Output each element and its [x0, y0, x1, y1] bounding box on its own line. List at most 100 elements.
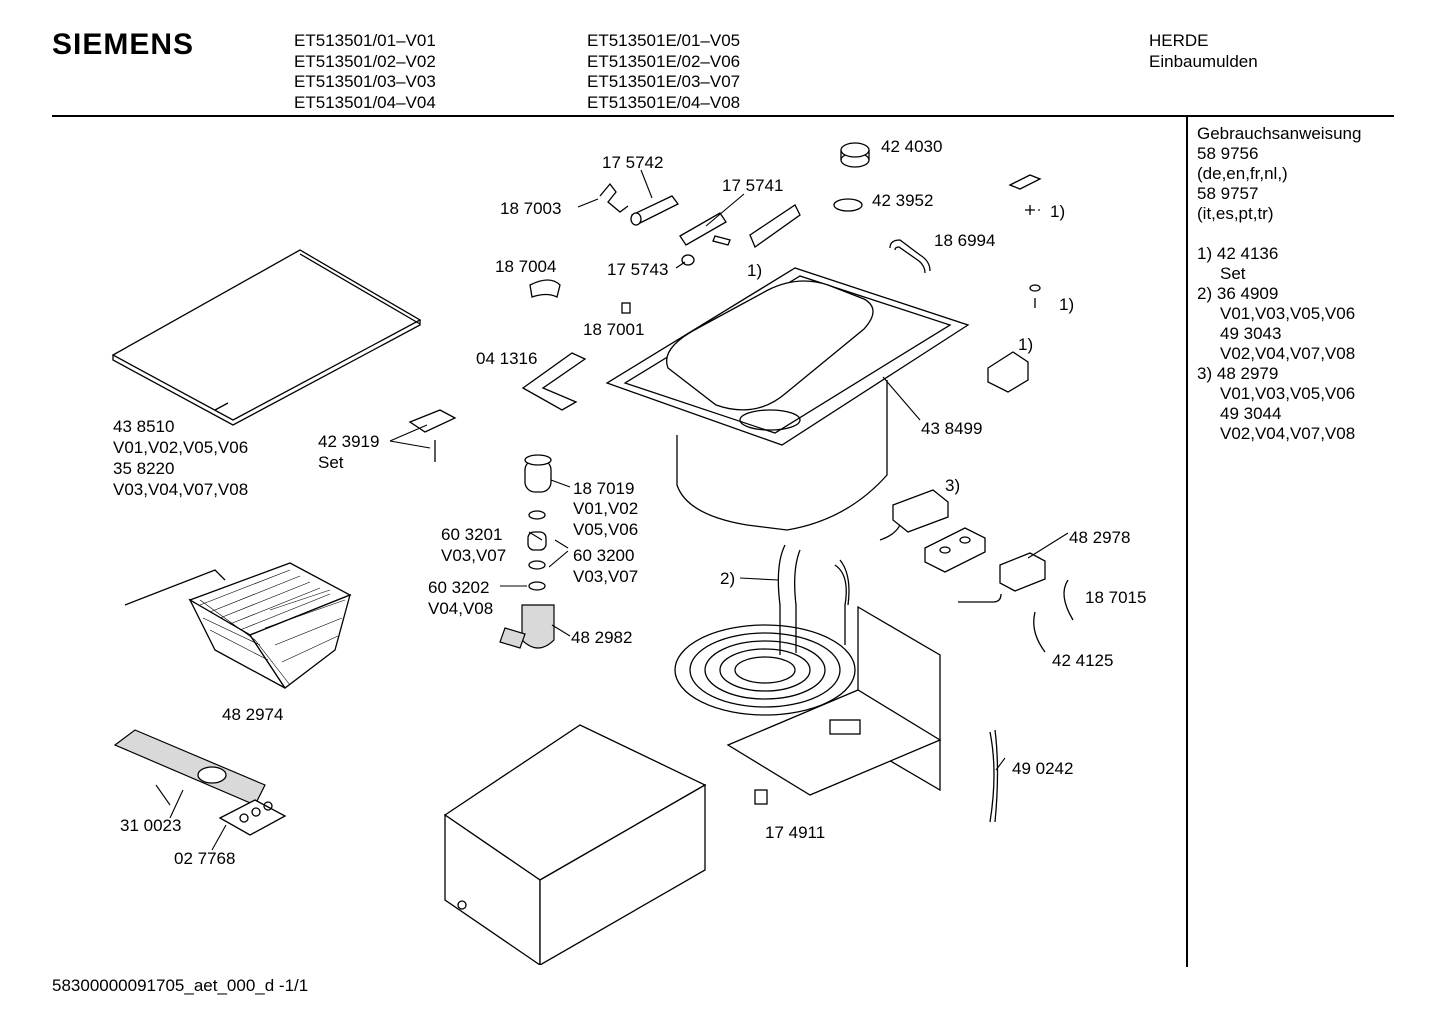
part-label: 48 2978 [1069, 528, 1130, 547]
part-label: 18 7001 [583, 320, 644, 339]
heating-element-drawing [674, 544, 856, 716]
part-variant: V01,V02,V05,V06 [113, 438, 248, 457]
note-ref: 2) [1197, 284, 1213, 303]
part-label: 60 3201 [441, 525, 502, 544]
note-line: 36 4909 [1216, 284, 1279, 303]
note-line: 49 3044 [1220, 404, 1282, 423]
model-number: ET513501E/02–V06 [587, 51, 741, 71]
part-label: 35 8220 [113, 459, 174, 478]
bracket-drawing [630, 195, 679, 226]
part-label: 31 0023 [120, 816, 181, 835]
washer-drawing [1029, 284, 1041, 292]
part-label: 42 4030 [881, 137, 942, 156]
part-ref: 1) [1059, 295, 1074, 314]
part-variant: V05,V06 [573, 520, 638, 539]
model-list-1: ET513501/01–V01 ET513501/02–V02 ET513501… [294, 31, 436, 113]
model-number: ET513501/02–V02 [294, 51, 436, 71]
part-variant: V03,V04,V07,V08 [113, 480, 248, 499]
screw-drawing [712, 235, 731, 246]
connector-drawing [754, 789, 768, 805]
part-label: 17 5741 [722, 176, 783, 195]
model-number: ET513501E/03–V07 [587, 72, 741, 91]
part-label: 18 7015 [1085, 588, 1146, 607]
note-ref: 3) [1197, 364, 1213, 383]
part-ref: 3) [945, 476, 960, 495]
manual-number: 58 9757 [1197, 184, 1259, 203]
model-number: ET513501/01–V01 [294, 31, 436, 50]
o-ring-drawing [681, 254, 695, 266]
part-label: 42 3952 [872, 191, 933, 210]
part-variant: Set [318, 453, 344, 472]
sidebar-divider [1186, 117, 1188, 967]
part-label: 04 1316 [476, 349, 537, 368]
part-label: 48 2982 [571, 628, 632, 647]
sensor-clip-drawing [408, 409, 457, 462]
angle-bracket-drawing [987, 351, 1029, 393]
part-label: 49 0242 [1012, 759, 1073, 778]
cable-drawing [1063, 579, 1074, 621]
manual-languages: (it,es,pt,tr) [1197, 204, 1274, 223]
part-label: 60 3200 [573, 546, 634, 565]
model-number: ET513501/04–V04 [294, 92, 436, 112]
thermostat-drawing [879, 489, 986, 573]
part-label: 18 7019 [573, 479, 634, 498]
drain-valve-drawing [499, 454, 555, 649]
part-label: 42 3919 [318, 432, 379, 451]
fryer-basket-drawing [124, 562, 352, 689]
clip-small-drawing [529, 279, 561, 298]
note-3: 3) 48 2979 [1197, 364, 1361, 384]
spring-clip-drawing [1008, 174, 1042, 190]
housing-box-drawing [443, 724, 707, 965]
note-line: V02,V04,V07,V08 [1220, 424, 1356, 443]
cable-drawing [1033, 611, 1046, 653]
part-label: 18 7004 [495, 257, 556, 276]
control-strip-drawing [113, 729, 287, 836]
brand-logo: SIEMENS [52, 28, 195, 61]
part-ref: 1) [1018, 335, 1033, 354]
part-ref: 1) [747, 261, 762, 280]
part-label: 60 3202 [428, 578, 489, 597]
note-line: V01,V03,V05,V06 [1220, 304, 1356, 323]
manual-number: 58 9756 [1197, 144, 1259, 163]
part-ref: 2) [720, 569, 735, 588]
note-line: V01,V03,V05,V06 [1220, 384, 1356, 403]
wiring-harness-drawing [989, 729, 999, 823]
part-variant: V04,V08 [428, 599, 493, 618]
handle-bar-drawing [889, 239, 931, 274]
part-label: 17 5743 [607, 260, 668, 279]
part-label: 17 5742 [602, 153, 663, 172]
note-1: 1) 42 4136 [1197, 244, 1361, 264]
part-variant: V01,V02 [573, 499, 638, 518]
leader-lines [155, 169, 1069, 851]
model-list-2: ET513501E/01–V05 ET513501E/02–V06 ET5135… [587, 31, 740, 113]
model-number: ET513501E/04–V08 [587, 92, 741, 112]
part-variant: V03,V07 [441, 546, 506, 565]
mount-bracket-drawing [749, 204, 801, 249]
category-main: HERDE [1149, 31, 1209, 50]
header-rule [52, 115, 1394, 117]
model-number: ET513501/03–V03 [294, 72, 436, 91]
glass-cover-drawing [111, 249, 422, 426]
part-variant: V03,V07 [573, 567, 638, 586]
note-2: 2) 36 4909 [1197, 284, 1361, 304]
manual-title: Gebrauchsanweisung [1197, 124, 1362, 143]
part-label: 42 4125 [1052, 651, 1113, 670]
part-label: 18 6994 [934, 231, 995, 250]
note-line: 48 2979 [1216, 364, 1279, 383]
document-id: 58300000091705_aet_000_d -1/1 [52, 976, 309, 995]
part-label: 43 8510 [113, 417, 174, 436]
screw-drawing [1025, 205, 1035, 215]
part-label: 43 8499 [921, 419, 982, 438]
note-ref: 1) [1197, 244, 1213, 263]
small-clip-drawing [621, 302, 631, 314]
manual-languages: (de,en,fr,nl,) [1197, 164, 1288, 183]
control-knob-drawing [840, 142, 870, 168]
category: HERDE Einbaumulden [1149, 31, 1258, 72]
part-label: 18 7003 [500, 199, 561, 218]
note-line: 49 3043 [1220, 324, 1282, 343]
part-label: 02 7768 [174, 849, 235, 868]
note-line: 42 4136 [1216, 244, 1279, 263]
plate-drawing [679, 212, 727, 246]
category-sub: Einbaumulden [1149, 51, 1258, 71]
part-label: 48 2974 [222, 705, 283, 724]
